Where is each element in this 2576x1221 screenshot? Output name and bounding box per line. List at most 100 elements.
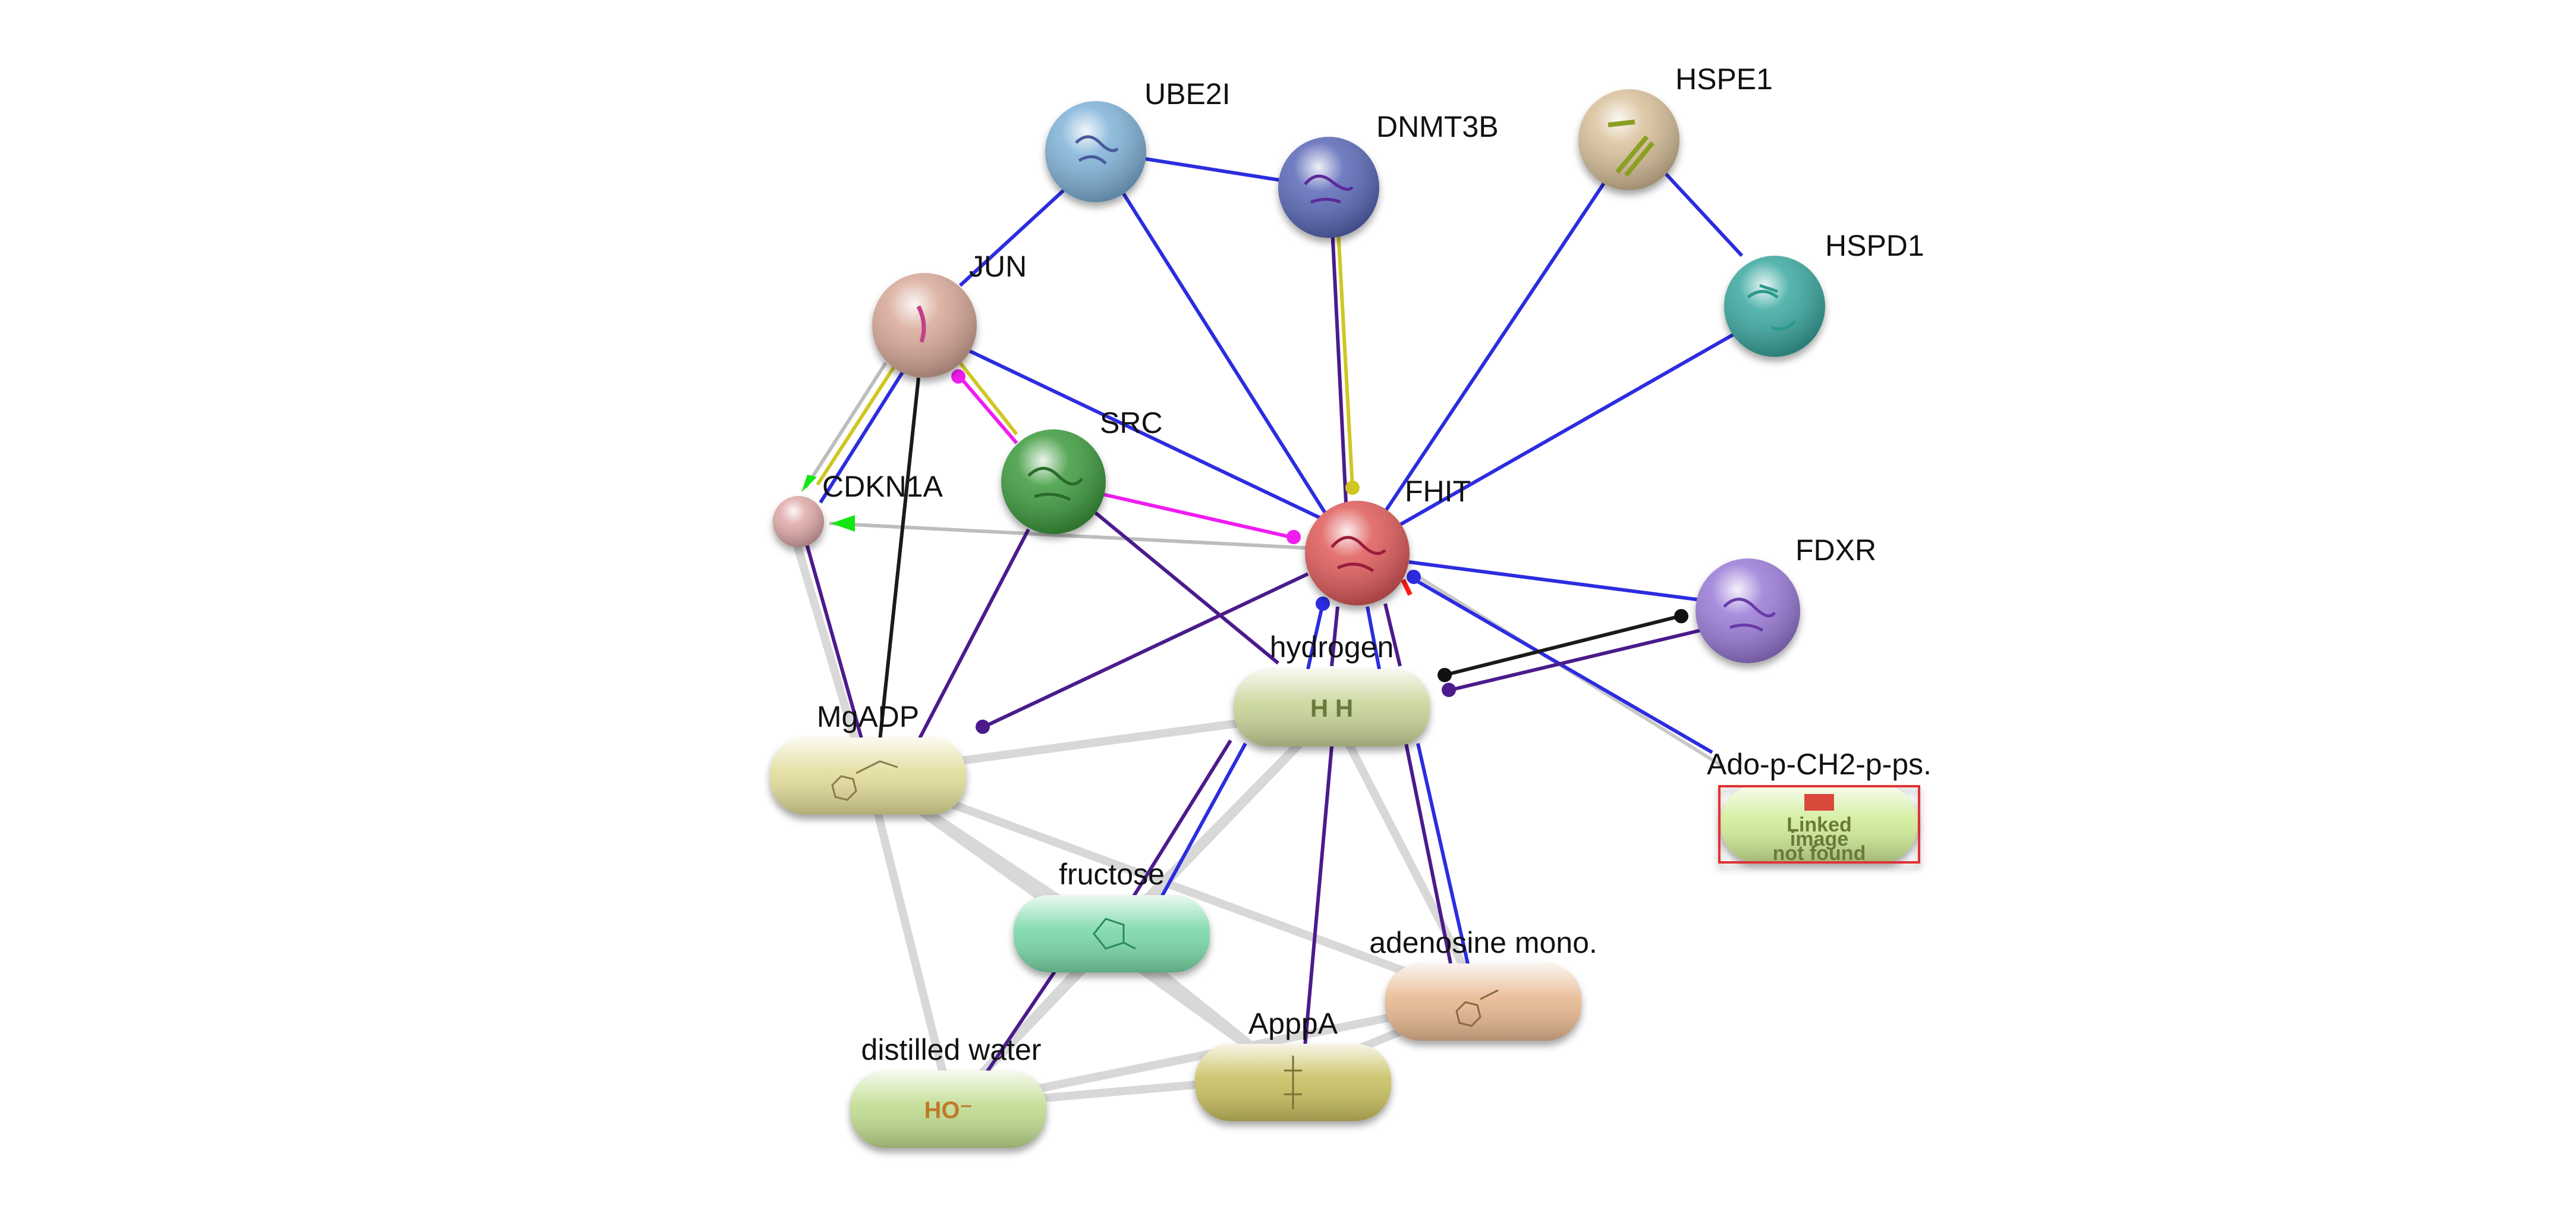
coexpression-edges xyxy=(816,219,1354,488)
node-hspd1-label: HSPD1 xyxy=(1825,229,1924,262)
node-fdxr-structure-icon xyxy=(1723,598,1776,632)
node-cdkn1a[interactable] xyxy=(773,496,824,547)
node-hspe1-structure-icon xyxy=(1608,120,1655,177)
node-ado-missing-text-2: image xyxy=(1790,828,1848,850)
edge-fhit-hydrogen-b1 xyxy=(1306,603,1325,670)
node-fdxr-label: FDXR xyxy=(1795,533,1876,567)
arrow-fhit-cdkn1a xyxy=(831,515,855,532)
node-apppa[interactable] xyxy=(1195,1044,1391,1121)
edge-hydrogen-fructose-b xyxy=(1158,742,1247,902)
reaction-edges xyxy=(878,377,1683,741)
node-apppa-label: ApppA xyxy=(1248,1007,1338,1040)
node-mgadp-gloss xyxy=(770,737,966,815)
node-jun[interactable] xyxy=(872,273,977,378)
node-cdkn1a-gloss xyxy=(773,496,824,547)
marker-hydrogen-black-end xyxy=(1438,668,1452,682)
node-hspe1[interactable] xyxy=(1578,89,1679,190)
edge-fhit-hydrogen-p2 xyxy=(1383,603,1402,667)
node-dnmt3b-gloss xyxy=(1278,137,1379,238)
node-water-gloss xyxy=(850,1071,1046,1148)
node-hydrogen-gloss xyxy=(1234,669,1430,746)
node-adenosine-structure-icon xyxy=(1455,989,1499,1027)
node-fhit[interactable] xyxy=(1305,501,1410,605)
node-hspd1[interactable] xyxy=(1724,256,1825,357)
marker-fhit-inhibition xyxy=(1401,579,1413,596)
node-fhit-label: FHIT xyxy=(1405,475,1471,508)
node-mgadp-label: MgADP xyxy=(817,700,919,733)
node-adenosine[interactable] xyxy=(1385,963,1581,1041)
marker-src-jun xyxy=(951,369,965,384)
edge-hydrogen-adenosine xyxy=(1328,708,1484,1002)
node-ado-gloss xyxy=(1721,785,1917,862)
node-fdxr-gloss xyxy=(1696,558,1800,663)
node-dnmt3b[interactable] xyxy=(1278,137,1379,238)
node-ado-missing-image-frame xyxy=(1718,785,1920,864)
edge-fdxr-hydrogen xyxy=(1450,629,1701,692)
edge-ube2i-fhit xyxy=(1116,183,1333,525)
node-water-glyph: HO⁻ xyxy=(924,1097,972,1123)
edge-dnmt3b-fhit-yellow xyxy=(1336,219,1354,488)
node-water-label: distilled water xyxy=(861,1033,1042,1066)
edge-hspd1-fhit xyxy=(1396,331,1737,528)
node-hydrogen-label: hydrogen xyxy=(1270,630,1394,664)
node-ado[interactable]: Linked image not found xyxy=(1718,785,1920,865)
node-src-gloss xyxy=(1001,429,1106,534)
edge-dnmt3b-fhit xyxy=(1330,216,1348,515)
node-fructose[interactable] xyxy=(1014,895,1210,972)
edge-hydrogen-adenosine-p xyxy=(1404,743,1452,964)
edge-hspe1-hspd1 xyxy=(1663,171,1744,258)
node-src-label: SRC xyxy=(1100,406,1163,440)
node-fructose-structure-icon xyxy=(1093,918,1136,950)
textmining-edges xyxy=(801,216,1701,1078)
edge-fhit-cdkn1a-grey xyxy=(829,522,1350,552)
node-hspe1-label: HSPE1 xyxy=(1675,62,1773,96)
edge-src-fhit xyxy=(1099,492,1297,540)
node-fhit-structure-icon xyxy=(1331,536,1386,573)
edge-markers xyxy=(801,369,1688,734)
marker-src-fhit xyxy=(1287,530,1301,544)
marker-fhit-blue-a xyxy=(1316,597,1330,611)
node-fructose-gloss xyxy=(1014,895,1210,972)
edge-hydrogen-fructose-p xyxy=(1131,739,1232,899)
marker-fhit-mgadp xyxy=(976,720,990,734)
edge-src-mgadp xyxy=(917,528,1030,742)
node-adenosine-gloss xyxy=(1385,963,1581,1041)
edge-hydrogen-adenosine-b xyxy=(1416,743,1470,967)
node-src[interactable] xyxy=(1001,429,1106,534)
edge-mgadp-water xyxy=(864,772,955,1107)
edge-fhit-ado-blue xyxy=(1414,578,1713,754)
node-mgadp-structure-icon xyxy=(831,760,898,801)
node-fdxr[interactable] xyxy=(1696,558,1800,663)
protein-nodes: UBE2I DNMT3B HSPE1 HSPD1 xyxy=(773,62,1924,663)
edge-jun-cdkn1a-blue xyxy=(819,365,908,504)
binding-edges xyxy=(819,150,1744,967)
node-src-structure-icon xyxy=(1027,467,1083,501)
node-ube2i-label: UBE2I xyxy=(1144,77,1231,111)
node-water[interactable]: HO⁻ xyxy=(850,1071,1046,1148)
node-apppa-structure-icon xyxy=(1284,1056,1302,1109)
edge-fdxr-hydrogen-black xyxy=(1444,614,1683,677)
arrow-jun-cdkn1a xyxy=(801,475,817,492)
node-adenosine-label: adenosine mono. xyxy=(1369,926,1597,959)
marker-dnmt3b-fhit xyxy=(1345,481,1360,495)
node-ado-missing-text-1: Linked xyxy=(1786,814,1852,836)
node-jun-structure-icon xyxy=(916,305,926,343)
edge-fructose-water-p xyxy=(982,965,1060,1078)
edge-cdkn1a-mgadp-grey xyxy=(787,522,860,745)
node-ado-label: Ado-p-CH2-p-ps. xyxy=(1707,748,1932,781)
node-dnmt3b-structure-icon xyxy=(1304,174,1354,204)
edge-hydrogen-apppa-p xyxy=(1303,746,1333,1047)
node-fhit-gloss xyxy=(1305,501,1410,605)
edge-fhit-fdxr xyxy=(1408,560,1707,602)
node-ube2i[interactable] xyxy=(1045,101,1146,202)
edge-fhit-mgadp xyxy=(983,572,1309,729)
marker-fhit-blue-b xyxy=(1407,570,1421,584)
edge-jun-cdkn1a-yellow xyxy=(816,365,897,486)
node-ube2i-structure-icon xyxy=(1075,135,1119,165)
edge-cdkn1a-mgadp-p xyxy=(801,529,864,741)
marker-fdxr-hydrogen-black-end xyxy=(1674,609,1688,623)
node-hydrogen[interactable]: H H xyxy=(1234,669,1430,746)
node-mgadp[interactable] xyxy=(770,737,966,815)
